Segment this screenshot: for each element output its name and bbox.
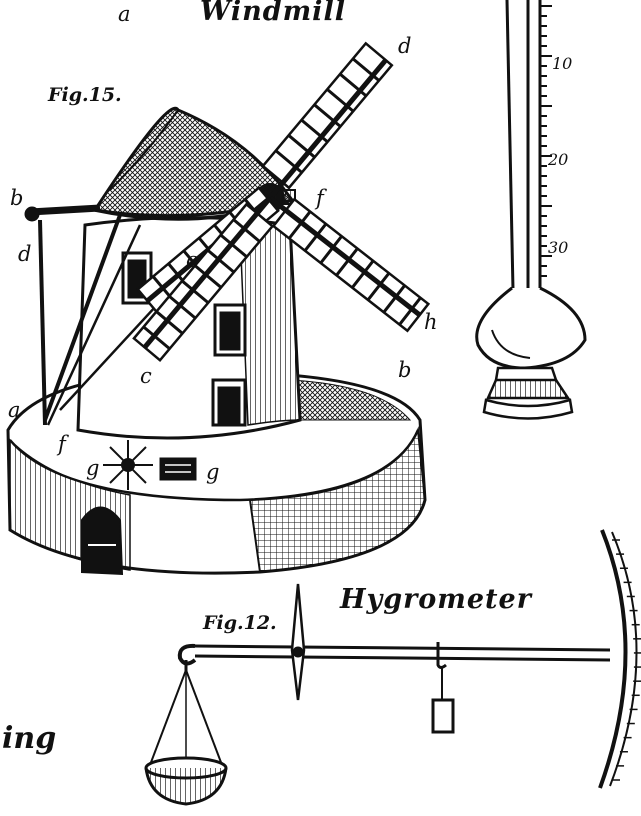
letter-c-low: c [140, 364, 152, 388]
letter-f-low: f [58, 432, 66, 456]
letter-h-right: h [424, 310, 438, 334]
letter-c-mid: c [186, 248, 198, 272]
letter-a-top: a [118, 2, 131, 26]
hygrometer-drawing [144, 529, 641, 806]
windmill-caption: Windmill [200, 0, 346, 27]
figure-15-label: Fig.15. [48, 84, 122, 106]
text-fragment-ing: ing [2, 721, 57, 756]
thermometer-tick-30: 30 [548, 238, 569, 257]
letter-g-left: g [86, 456, 100, 480]
letter-g-right: g [206, 460, 220, 484]
letter-d-top: d [398, 34, 412, 58]
thermometer-drawing [475, 0, 587, 420]
thermometer-tick-20: 20 [548, 150, 569, 169]
hygrometer-caption: Hygrometer [340, 584, 532, 615]
letter-b-left: b [10, 186, 24, 210]
thermometer-tick-10: 10 [552, 54, 573, 73]
letter-a-low: a [8, 398, 21, 422]
figure-12-label: Fig.12. [203, 612, 277, 634]
letter-f-right: f [316, 186, 324, 210]
letter-b-right: b [398, 358, 412, 382]
letter-d-left: d [18, 242, 32, 266]
windmill-drawing [6, 41, 431, 576]
